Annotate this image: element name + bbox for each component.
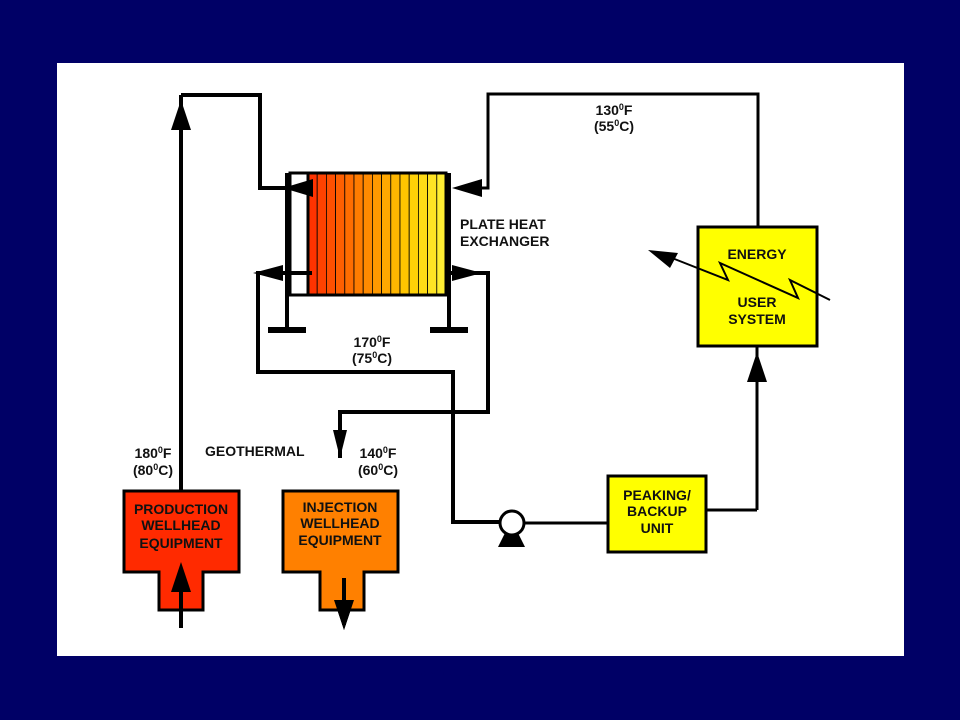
pump-icon	[498, 509, 608, 547]
production-wellhead-box: PRODUCTION WELLHEAD EQUIPMENT	[122, 489, 241, 628]
exchanger-plate	[427, 172, 438, 296]
injection-label-1: INJECTION	[303, 499, 378, 515]
slide-canvas: PRODUCTION WELLHEAD EQUIPMENT INJECTION …	[57, 63, 904, 656]
svg-text:(600C): (600C)	[358, 462, 398, 478]
temp-label-130: 1300F (550C)	[594, 102, 634, 134]
peaking-label-3: UNIT	[641, 520, 674, 536]
geothermal-system-diagram: PRODUCTION WELLHEAD EQUIPMENT INJECTION …	[122, 92, 831, 630]
production-label-2: WELLHEAD	[141, 517, 220, 533]
energy-user-system-box: ENERGY USER SYSTEM	[696, 225, 819, 348]
temp-label-140: 1400F (600C)	[358, 445, 398, 478]
footer-watermark: www.sliderbase.com	[417, 664, 543, 680]
temp-label-170: 1700F (750C)	[352, 334, 392, 366]
production-label-3: EQUIPMENT	[139, 535, 223, 551]
svg-text:1700F: 1700F	[354, 334, 391, 350]
exchanger-plate	[344, 172, 355, 296]
exchanger-plate	[408, 172, 419, 296]
peaking-label-2: BACKUP	[627, 503, 687, 519]
injection-wellhead-box: INJECTION WELLHEAD EQUIPMENT	[281, 489, 400, 630]
energy-label: ENERGY	[727, 246, 787, 262]
svg-text:(750C): (750C)	[352, 350, 392, 366]
svg-text:(800C): (800C)	[133, 462, 173, 478]
exchanger-plates	[307, 172, 447, 296]
exchanger-plate	[399, 172, 410, 296]
svg-text:(550C): (550C)	[594, 118, 634, 134]
peaking-backup-box: PEAKING/ BACKUP UNIT	[606, 474, 708, 554]
plate-heat-label-2: EXCHANGER	[460, 233, 549, 249]
exchanger-plate	[362, 172, 373, 296]
temp-label-180: 1800F (800C)	[133, 445, 173, 478]
plate-heat-exchanger	[268, 171, 468, 333]
plate-heat-label-1: PLATE HEAT	[460, 216, 546, 232]
svg-text:1300F: 1300F	[596, 102, 633, 118]
exchanger-plate	[335, 172, 346, 296]
exchanger-plate	[316, 172, 327, 296]
injection-label-2: WELLHEAD	[300, 515, 379, 531]
peaking-label-1: PEAKING/	[623, 487, 691, 503]
lightning-arrow-icon	[648, 250, 831, 301]
exchanger-plate	[381, 172, 392, 296]
exchanger-plate	[371, 172, 382, 296]
geothermal-label: GEOTHERMAL	[205, 443, 305, 459]
user-label: USER	[738, 294, 777, 310]
exchanger-plate	[417, 172, 428, 296]
exchanger-plate	[353, 172, 364, 296]
system-label: SYSTEM	[728, 311, 786, 327]
exchanger-plate	[390, 172, 401, 296]
exchanger-plate	[325, 172, 336, 296]
production-label-1: PRODUCTION	[134, 501, 228, 517]
injection-label-3: EQUIPMENT	[298, 532, 382, 548]
svg-text:1400F: 1400F	[360, 445, 397, 461]
user-loop-pipes	[482, 92, 760, 512]
svg-text:1800F: 1800F	[135, 445, 172, 461]
